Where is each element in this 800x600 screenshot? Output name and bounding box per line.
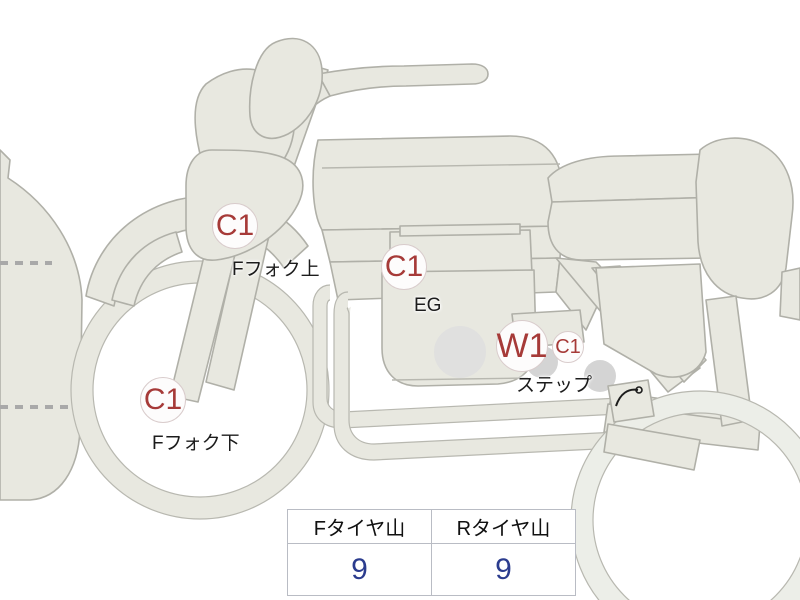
marker-f-fork-upper[interactable]: C1 (212, 203, 258, 249)
marker-step-condition[interactable]: C1 (552, 331, 584, 363)
marker-f-fork-lower[interactable]: C1 (140, 377, 186, 423)
header-front-tire: Fタイヤ山 (287, 509, 432, 544)
tire-tread-table: Fタイヤ山 Rタイヤ山 9 9 (287, 509, 576, 596)
marker-engine[interactable]: C1 (381, 244, 427, 290)
marker-label-engine: EG (414, 295, 442, 316)
marker-label-f-fork-lower: Fフォク下 (152, 433, 240, 454)
marker-label-f-fork-upper: Fフォク上 (232, 259, 320, 280)
table-header-row: Fタイヤ山 Rタイヤ山 (287, 509, 576, 544)
marker-label-step: ステップ (516, 375, 593, 396)
table-row: 9 9 (287, 543, 576, 596)
value-front-tire: 9 (287, 543, 432, 596)
value-rear-tire: 9 (431, 543, 576, 596)
marker-step-warning[interactable]: W1 (496, 320, 548, 372)
header-rear-tire: Rタイヤ山 (431, 509, 576, 544)
